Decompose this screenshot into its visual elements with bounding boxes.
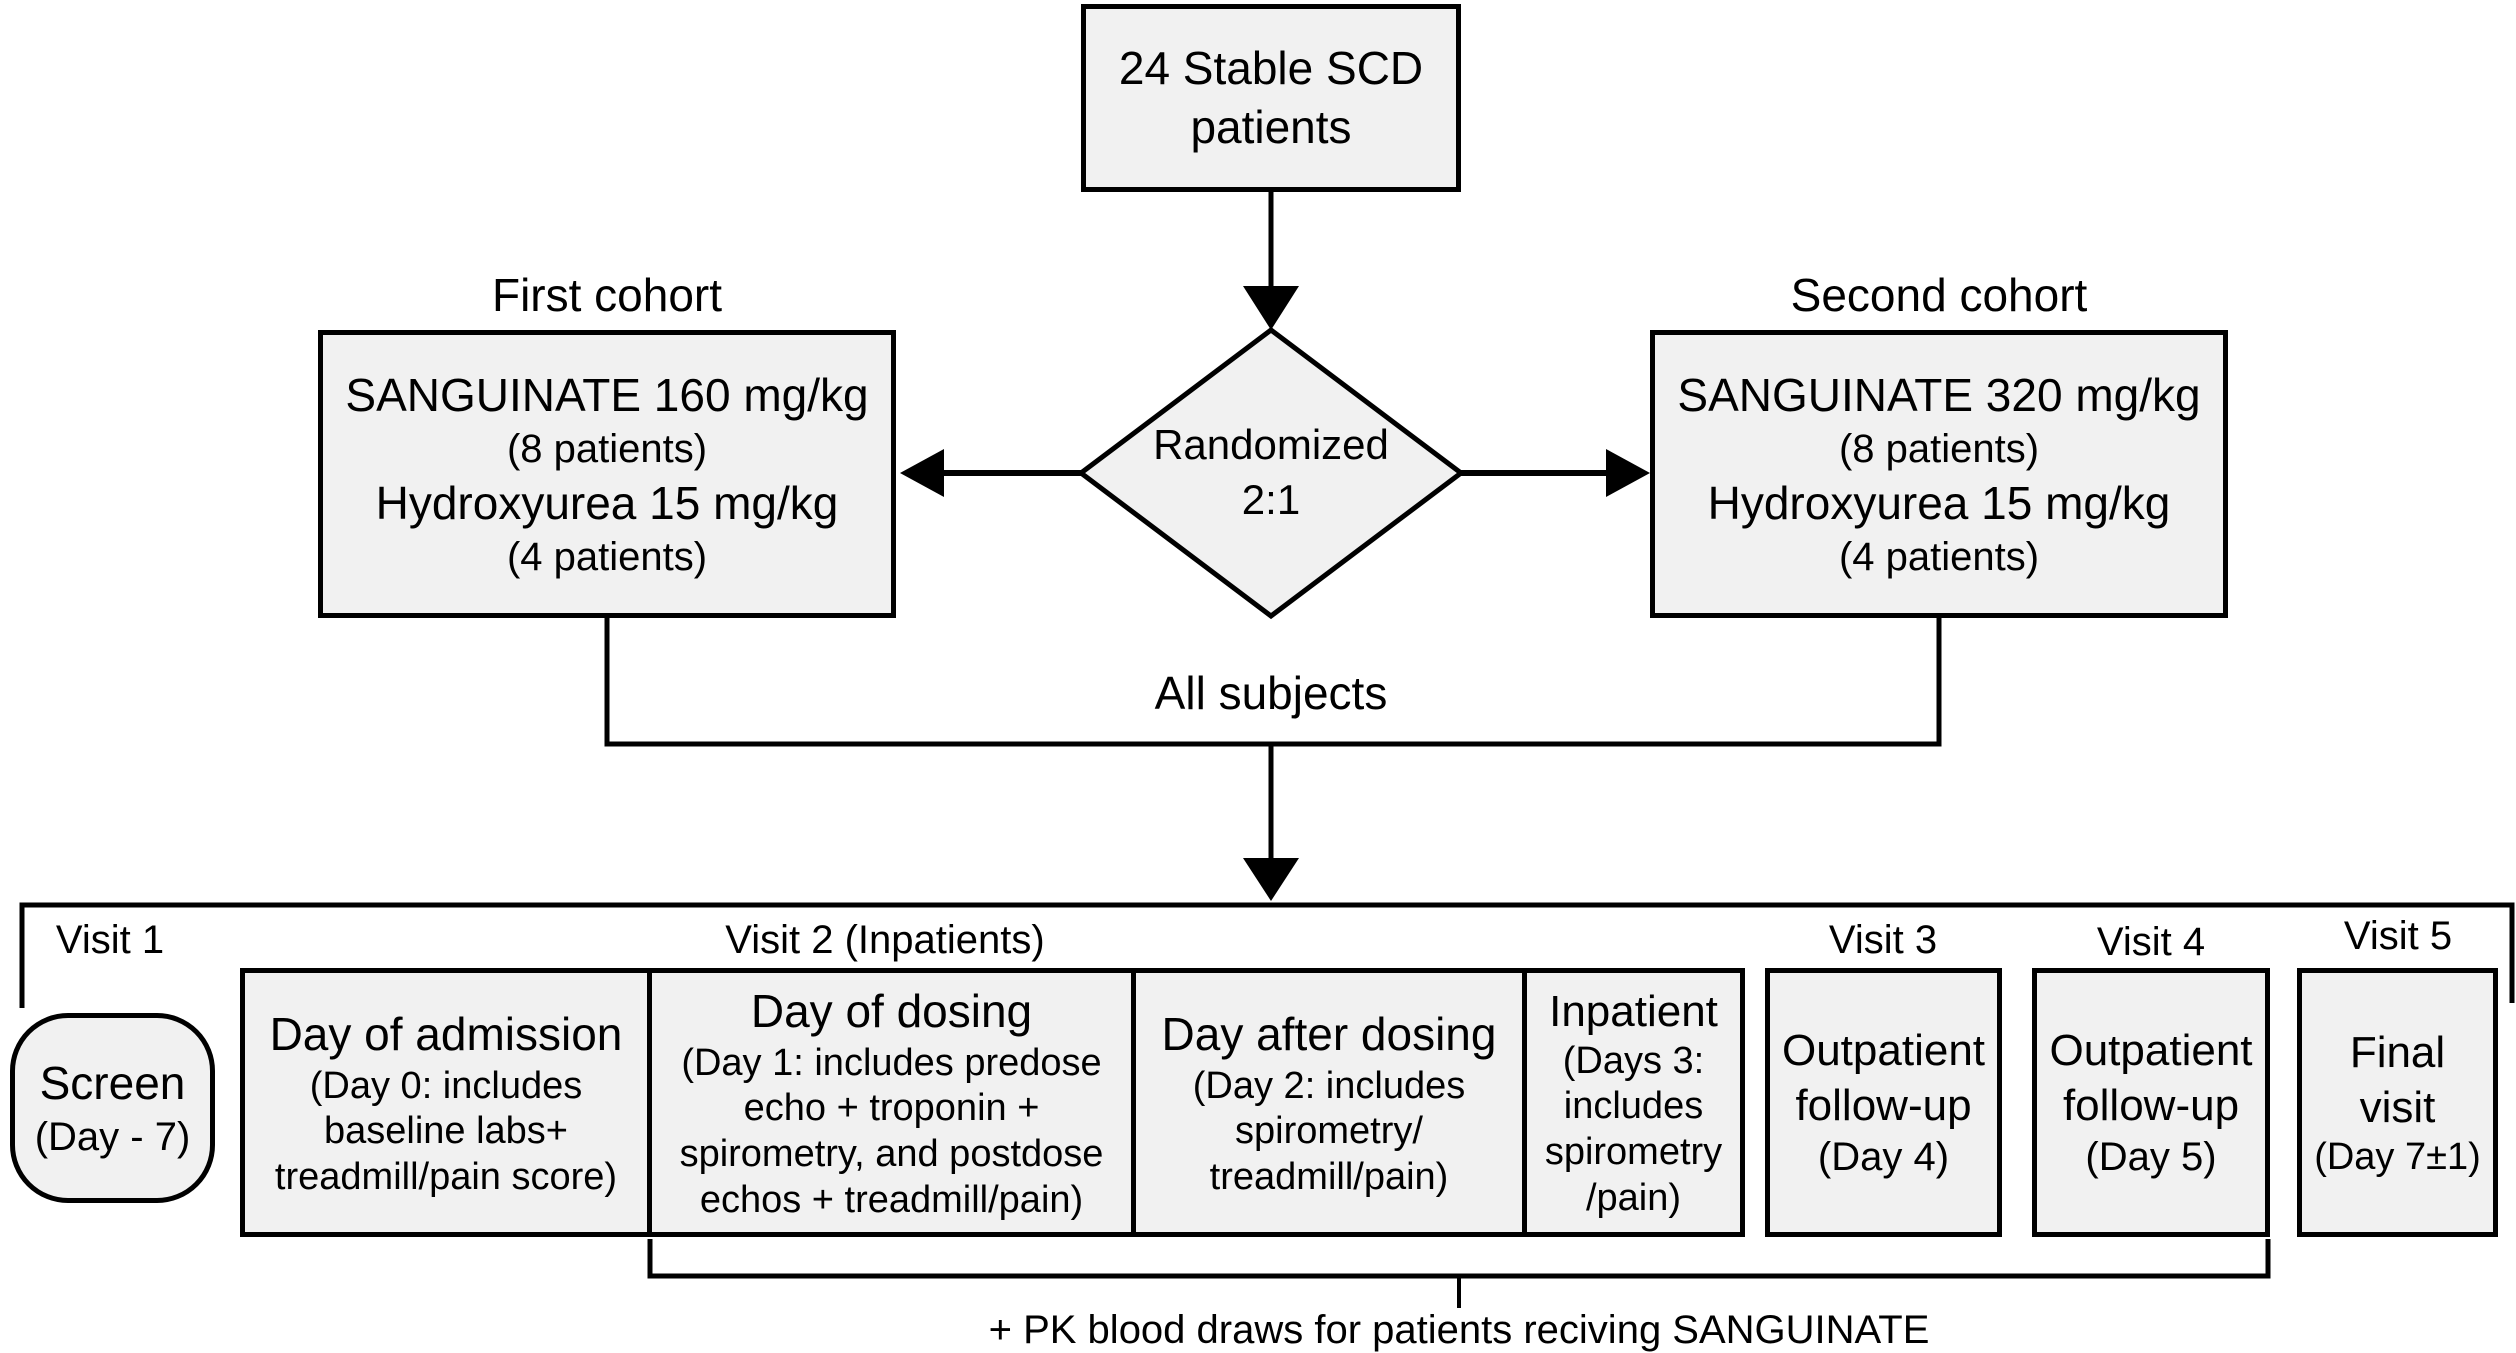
- randomization-line2: 2:1: [1241, 476, 1301, 523]
- screen-box: Screen (Day - 7): [10, 1013, 215, 1203]
- second-cohort-drug2: Hydroxyurea 15 mg/kg: [1707, 477, 2171, 529]
- final-visit-line1: Final: [2349, 1027, 2446, 1077]
- screen-sub: (Day - 7): [34, 1115, 191, 1160]
- pk-bracket: [647, 1239, 2271, 1308]
- outpatient-day5-sub: (Day 5): [2085, 1135, 2217, 1180]
- admission-sub2: baseline labs+: [323, 1110, 568, 1153]
- day-of-admission-box: Day of admission (Day 0: includes baseli…: [240, 968, 652, 1237]
- visit-5-label: Visit 5: [2343, 914, 2453, 958]
- first-cohort-n1: (8 patients): [506, 427, 708, 472]
- after-dosing-sub3: treadmill/pain): [1209, 1155, 1449, 1198]
- final-visit-box: Final visit (Day 7±1): [2297, 968, 2498, 1237]
- arrow-to-second-cohort: [1461, 449, 1650, 497]
- second-cohort-box: SANGUINATE 320 mg/kg (8 patients) Hydrox…: [1650, 330, 2228, 618]
- pk-note: + PK blood draws for patients reciving S…: [988, 1308, 1930, 1352]
- dosing-sub2: echo + troponin +: [743, 1087, 1040, 1130]
- timeline-bracket: [19, 902, 2515, 1008]
- inpatient-box: Inpatient (Days 3: includes spirometry /…: [1522, 968, 1745, 1237]
- first-cohort-drug1: SANGUINATE 160 mg/kg: [345, 369, 869, 422]
- outpatient-day5-line1: Outpatient: [2049, 1026, 2253, 1076]
- second-cohort-label: Second cohort: [1790, 269, 2088, 321]
- dosing-sub4: echos + treadmill/pain): [699, 1178, 1084, 1221]
- randomization-text: Randomized 2:1: [1071, 400, 1471, 546]
- admission-title: Day of admission: [269, 1007, 623, 1060]
- visit-1-label: Visit 1: [55, 918, 165, 962]
- arrow-down-to-timeline: [1243, 744, 1299, 901]
- dosing-title: Day of dosing: [750, 984, 1033, 1037]
- final-visit-line2: visit: [2359, 1082, 2436, 1132]
- day-after-dosing-box: Day after dosing (Day 2: includes spirom…: [1131, 968, 1527, 1237]
- randomization-diamond: [1076, 326, 1466, 620]
- first-cohort-box: SANGUINATE 160 mg/kg (8 patients) Hydrox…: [318, 330, 896, 618]
- after-dosing-title: Day after dosing: [1161, 1007, 1497, 1060]
- visit-3-label: Visit 3: [1828, 918, 1938, 962]
- outpatient-day5-box: Outpatient follow-up (Day 5): [2032, 968, 2270, 1237]
- outpatient-day4-line1: Outpatient: [1781, 1026, 1986, 1076]
- day-of-dosing-box: Day of dosing (Day 1: includes predose e…: [647, 968, 1136, 1237]
- second-cohort-n1: (8 patients): [1838, 427, 2040, 472]
- dosing-sub1: (Day 1: includes predose: [681, 1041, 1102, 1084]
- outpatient-day4-sub: (Day 4): [1817, 1135, 1950, 1180]
- admission-sub1: (Day 0: includes: [309, 1064, 583, 1107]
- dosing-sub3: spirometry, and postdose: [679, 1132, 1104, 1175]
- after-dosing-sub1: (Day 2: includes: [1192, 1064, 1466, 1107]
- inpatient-sub4: /pain): [1585, 1176, 1682, 1219]
- enrollment-box: 24 Stable SCD patients: [1081, 4, 1461, 192]
- first-cohort-n2: (4 patients): [506, 534, 708, 579]
- all-subjects-label: All subjects: [1154, 667, 1388, 719]
- inpatient-sub1: (Days 3:: [1562, 1039, 1705, 1082]
- outpatient-day4-line2: follow-up: [1795, 1081, 1972, 1131]
- first-cohort-label: First cohort: [491, 269, 723, 321]
- final-visit-sub: (Day 7±1): [2314, 1135, 2481, 1178]
- inpatient-title: Inpatient: [1549, 986, 1718, 1036]
- arrow-to-first-cohort: [900, 449, 1081, 497]
- after-dosing-sub2: spirometry/: [1235, 1110, 1423, 1153]
- outpatient-day5-line2: follow-up: [2062, 1081, 2240, 1131]
- randomization-line1: Randomized: [1153, 421, 1389, 469]
- inpatient-sub3: spirometry: [1544, 1131, 1723, 1173]
- visit-2-label: Visit 2 (Inpatients): [725, 918, 1045, 962]
- inpatient-sub2: includes: [1563, 1085, 1704, 1128]
- enrollment-line1: 24 Stable SCD: [1118, 42, 1424, 95]
- screen-title: Screen: [39, 1057, 186, 1110]
- admission-sub3: treadmill/pain score): [274, 1155, 618, 1198]
- enrollment-line2: patients: [1190, 101, 1352, 153]
- outpatient-day4-box: Outpatient follow-up (Day 4): [1765, 968, 2002, 1237]
- first-cohort-drug2: Hydroxyurea 15 mg/kg: [375, 477, 839, 529]
- second-cohort-n2: (4 patients): [1838, 534, 2040, 579]
- second-cohort-drug1: SANGUINATE 320 mg/kg: [1677, 369, 2201, 422]
- visit-4-label: Visit 4: [2096, 920, 2206, 964]
- arrow-down-to-randomization: [1243, 192, 1299, 330]
